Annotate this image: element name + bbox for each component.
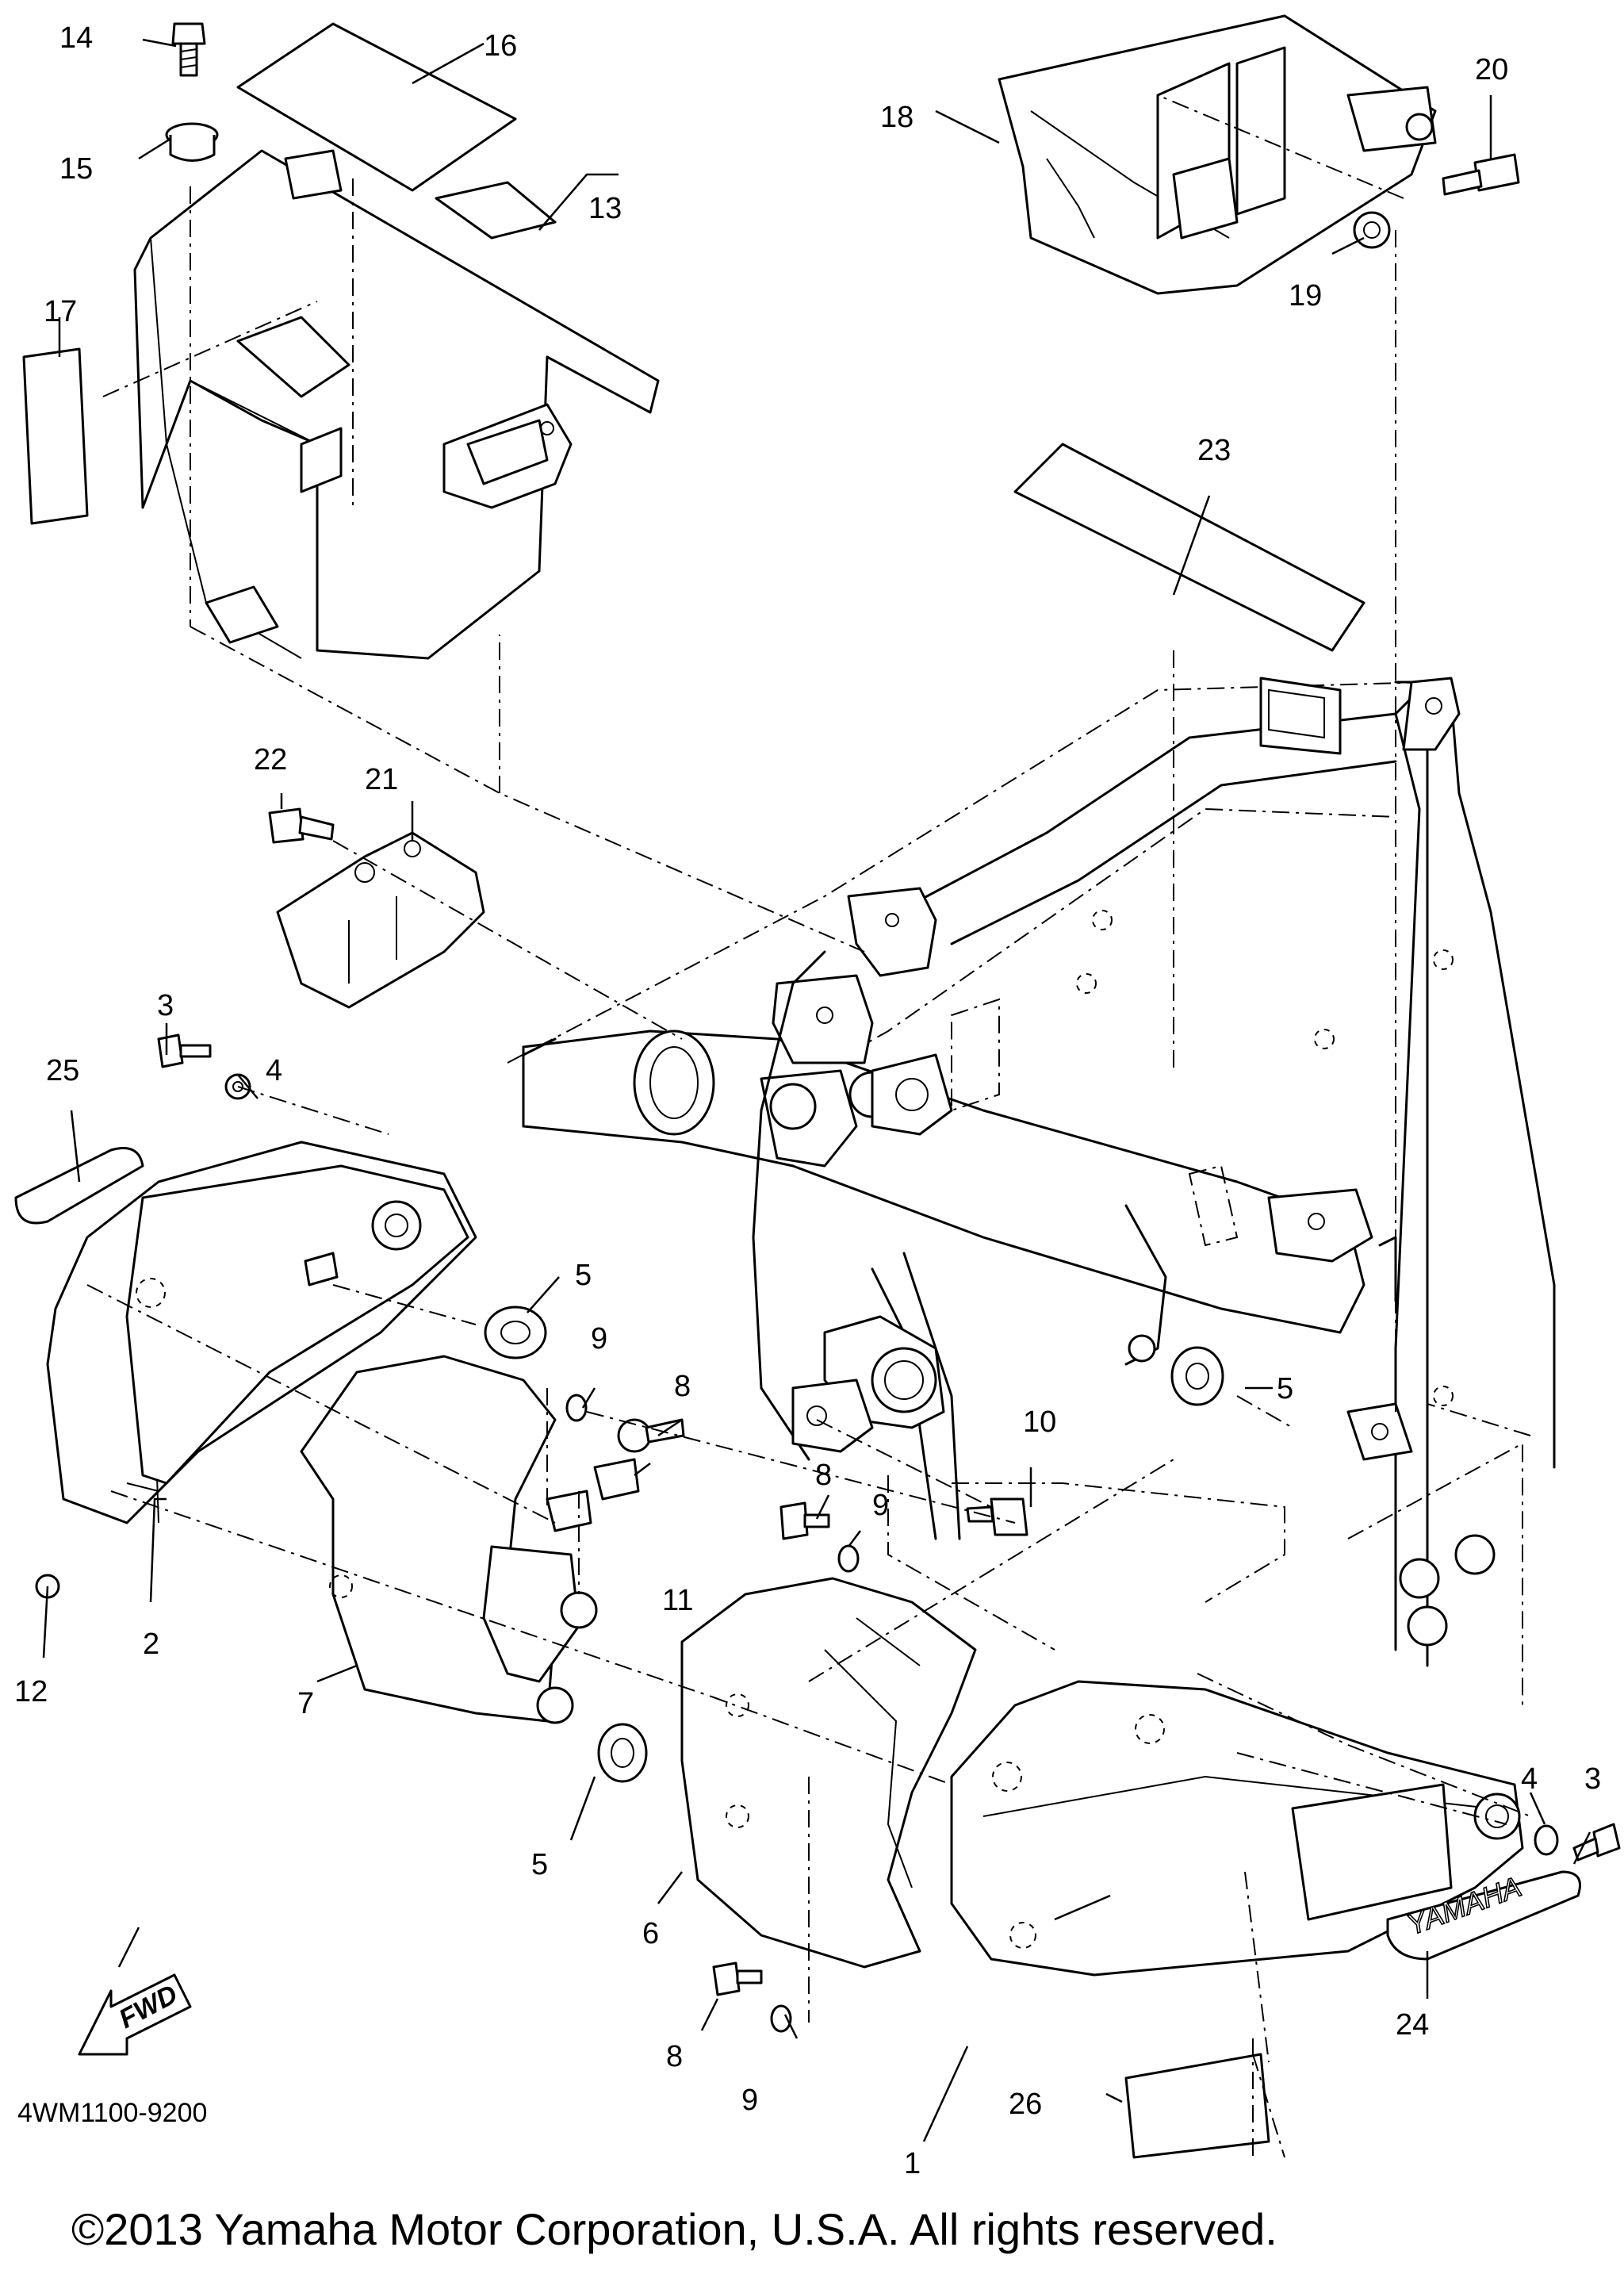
badge-pad [14,1147,144,1225]
screw-3b [1572,1823,1621,1862]
callout-21: 21 [365,763,398,796]
callout-11: 11 [662,1584,693,1617]
callout-16: 16 [484,29,517,63]
callout-24: 24 [1396,2008,1429,2042]
leader-lines [42,38,1591,2142]
callout-5c: 5 [531,1848,548,1881]
callout-5a: 5 [575,1259,592,1292]
callout-25: 25 [46,1054,79,1087]
drawing-code: 4WM1100-9200 [17,2098,207,2128]
callout-14: 14 [59,21,93,55]
callout-10: 10 [1023,1405,1056,1439]
callout-3b: 3 [1584,1762,1601,1796]
callout-13: 13 [588,192,622,225]
lower-left-cover [300,1355,598,1724]
callout-17: 17 [44,295,77,328]
callout-5b: 5 [1277,1372,1293,1405]
callout-26: 26 [1009,2088,1042,2121]
callout-8c: 8 [666,2040,683,2073]
bolt-22 [268,807,335,844]
nut-19 [1353,211,1391,249]
callout-4a: 4 [266,1054,282,1087]
washer-9c [770,2004,792,2033]
callout-9b: 9 [872,1489,889,1522]
callout-9c: 9 [741,2084,758,2117]
bolt-8b [779,1501,830,1540]
frame-assembly [507,677,1556,1667]
mount-bracket [276,831,485,1009]
collar-15 [165,122,219,162]
damper-5b [1170,1346,1224,1406]
callout-6: 6 [642,1917,659,1950]
callout-numbers: 14 16 15 13 17 18 20 19 23 22 21 3 25 4 … [14,21,1601,2180]
damper-5c [597,1723,648,1783]
bolt-20 [1442,153,1520,196]
callout-1: 1 [904,2147,921,2180]
callout-18: 18 [880,101,914,134]
bolt-10 [966,1497,1028,1536]
side-pad [22,347,89,525]
callout-19: 19 [1289,279,1322,313]
copyright-notice: ©2013 Yamaha Motor Corporation, U.S.A. A… [71,2204,1277,2254]
callout-20: 20 [1475,53,1508,86]
callout-9a: 9 [591,1322,607,1355]
left-side-cover [46,1141,477,1524]
damper-5a [484,1306,547,1359]
callout-7: 7 [297,1687,314,1720]
callout-12: 12 [14,1675,48,1708]
callout-3a: 3 [157,989,174,1022]
callout-2: 2 [143,1628,159,1661]
bolt-14 [171,22,206,77]
right-side-cover [680,1577,977,1969]
warning-label [1124,2053,1270,2159]
screw-3a [157,1033,212,1068]
fender-pad [1013,443,1365,652]
washer-9b [837,1544,860,1573]
bolt-8c [712,1961,763,1996]
forward-arrow-icon: FWD [78,1973,192,2056]
washer-9a [565,1394,588,1422]
callout-8b: 8 [815,1459,832,1492]
control-unit-bracket [998,14,1437,295]
callout-8a: 8 [674,1370,691,1403]
washer-4b [1534,1824,1559,1856]
callout-23: 23 [1197,434,1231,467]
assembly-lines [86,94,1531,2158]
callout-22: 22 [254,743,287,776]
callout-15: 15 [59,152,93,186]
callout-4b: 4 [1521,1762,1538,1796]
clip-11 [546,1458,640,1532]
battery-pad [236,22,517,192]
battery-box [133,149,660,660]
